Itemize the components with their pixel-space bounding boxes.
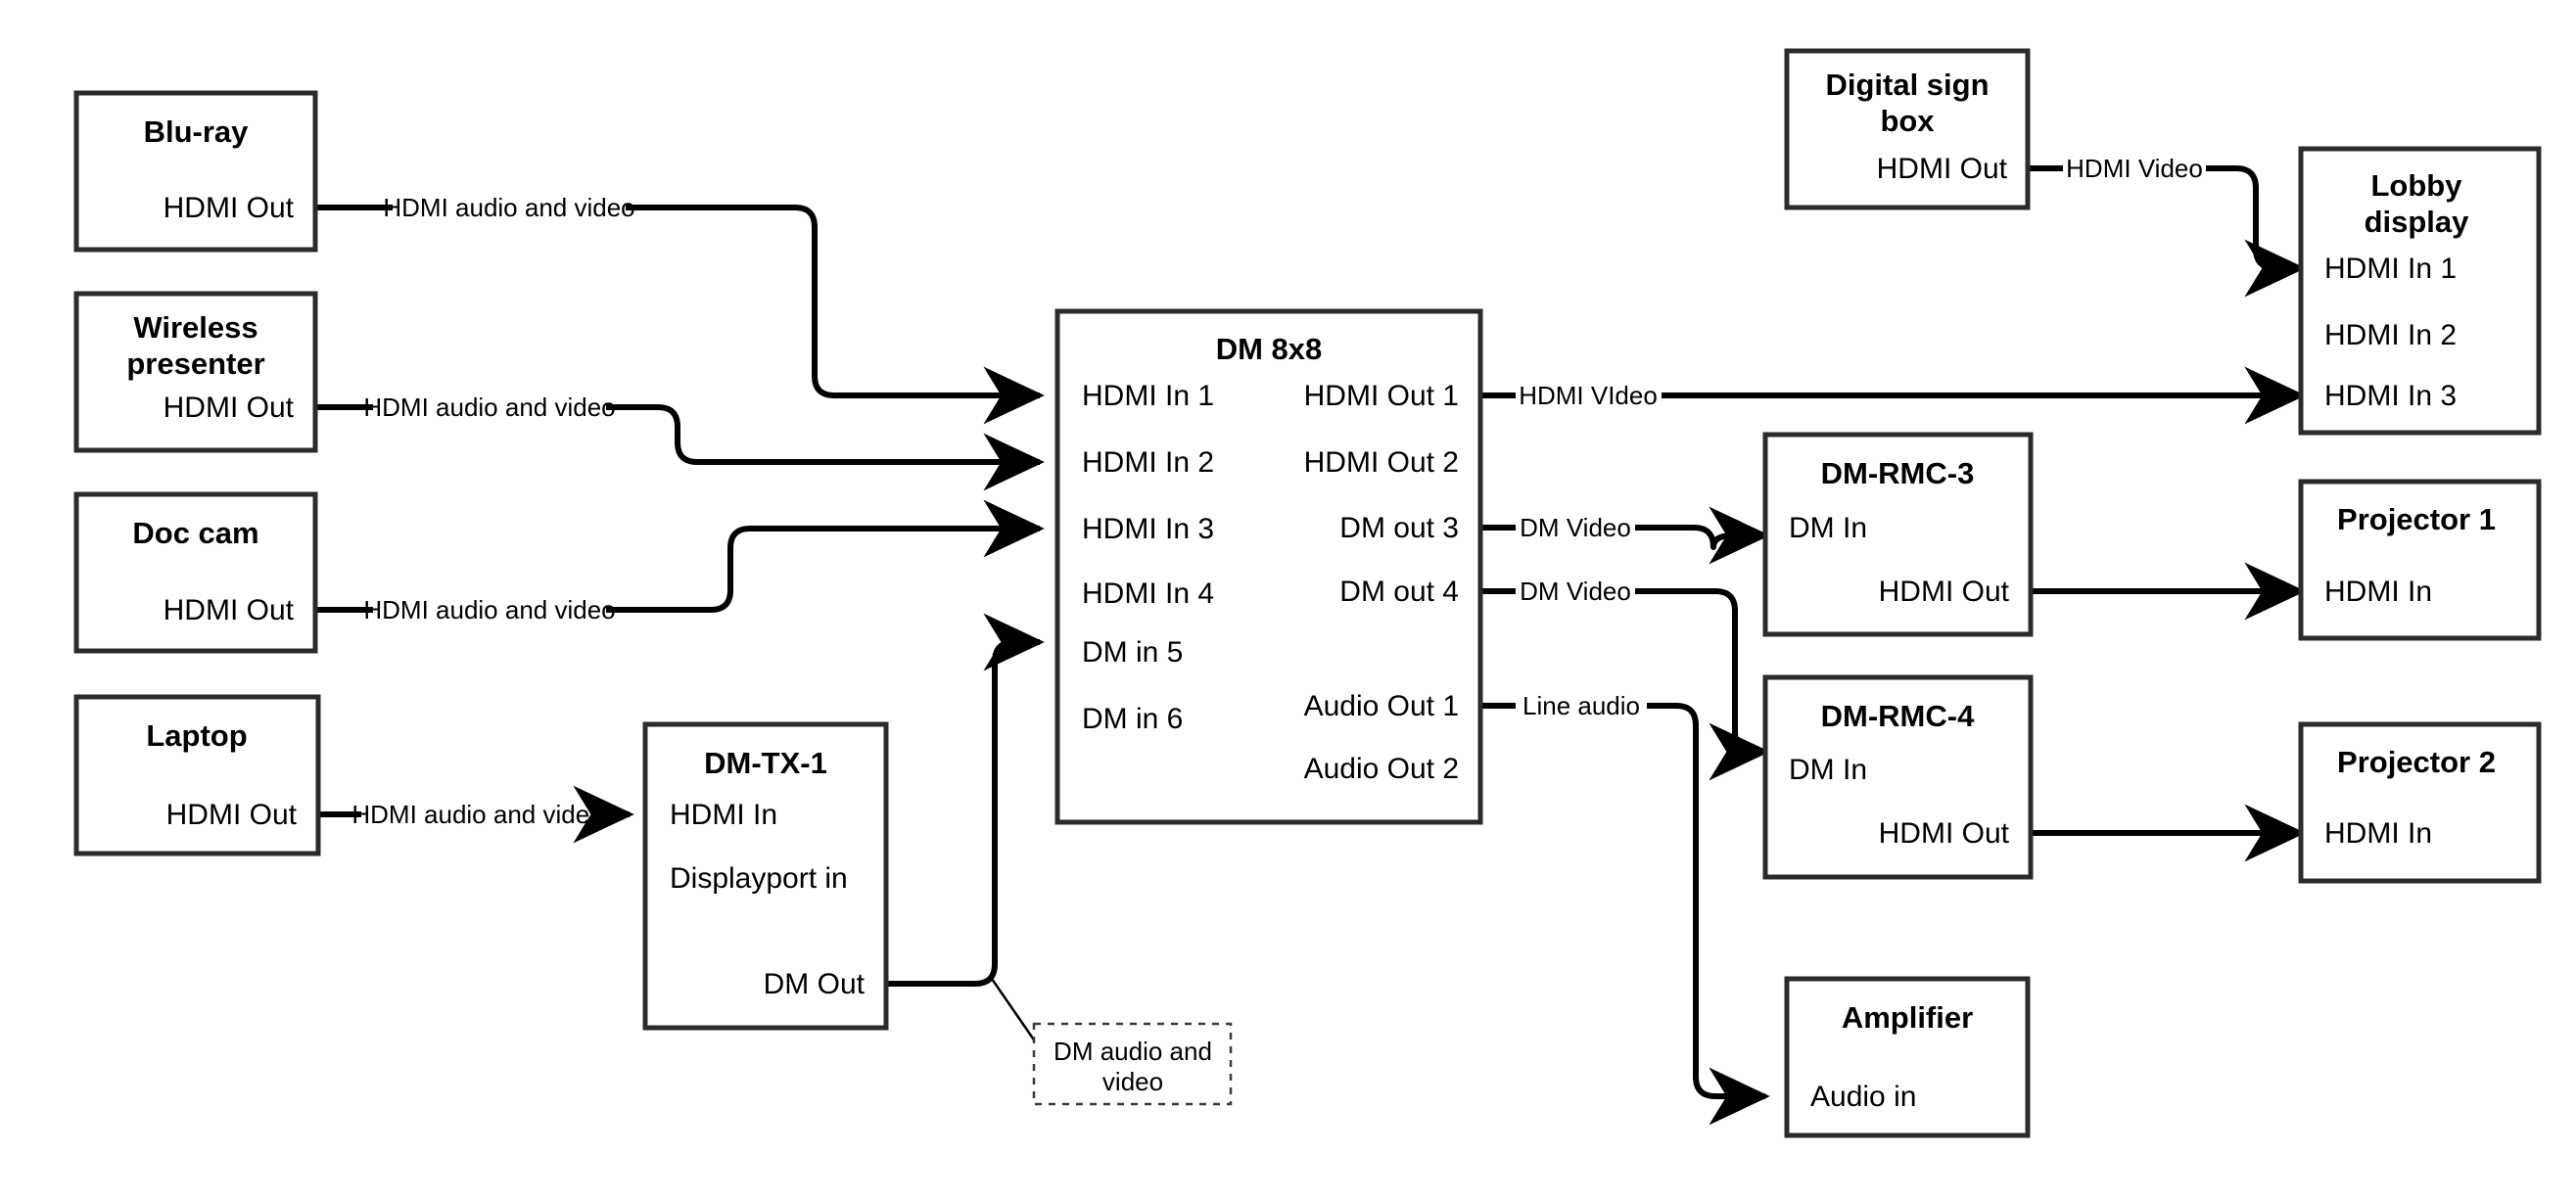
rmc4-title: DM-RMC-4 [1821,699,1975,733]
bluray-title: Blu-ray [144,115,250,149]
node-projector-1[interactable] [2298,479,2542,641]
dmtx1-port-hdmi-in: HDMI In [670,799,777,831]
note-text-line2: video [1102,1067,1163,1096]
lobby-port-hdmi-in-3: HDMI In 3 [2324,380,2457,412]
dm8x8-input-hdmi-in-1: HDMI In 1 [1082,380,1214,412]
dm8x8-input-dm-in-6: DM in 6 [1082,703,1183,735]
node-bluray[interactable] [73,90,318,253]
projector1-title: Projector 1 [2337,502,2496,536]
projector2-port-hdmi-in: HDMI In [2324,817,2432,850]
lobby-title-line2: display [2365,205,2470,239]
dm8x8-input-hdmi-in-2: HDMI In 2 [1082,446,1214,479]
dm8x8-output-hdmi-out-2: HDMI Out 2 [1304,446,1459,479]
edge-label-laptop-to-tx: HDMI audio and video [351,800,603,829]
rmc4-port-hdmi-out: HDMI Out [1879,817,2010,850]
edge-label-wireless-to-dm: HDMI audio and video [363,393,615,422]
lobby-port-hdmi-in-1: HDMI In 1 [2324,253,2457,285]
dmtx1-port-displayport-in: Displayport in [670,862,848,895]
dm8x8-output-dm-out-4: DM out 4 [1339,576,1459,608]
node-wireless-presenter[interactable] [73,291,318,453]
dmtx1-title: DM-TX-1 [704,746,827,780]
wire-dmout4-to-rmc4 [1480,588,1765,752]
dmtx1-port-dm-out: DM Out [764,968,866,1000]
wire-dmout3-to-rmc3 [1480,528,1765,547]
bluray-port-hdmi-out: HDMI Out [164,192,295,224]
lobby-title-line1: Lobby [2371,168,2463,203]
node-digital-sign-box[interactable] [1784,48,2031,210]
node-dm-8x8[interactable] [1054,308,1483,825]
dm8x8-output-audio-out-1: Audio Out 1 [1304,690,1459,722]
wireless-title-line2: presenter [126,346,264,381]
doccam-port-hdmi-out: HDMI Out [164,594,295,626]
dm8x8-input-hdmi-in-3: HDMI In 3 [1082,513,1214,545]
rmc3-title: DM-RMC-3 [1821,456,1975,490]
edge-label-bluray-to-dm: HDMI audio and video [383,193,634,222]
wireless-port-hdmi-out: HDMI Out [164,392,295,424]
wire-doccam-to-dm8x8 [315,529,1040,613]
edge-label-dmout3-rmc3: DM Video [1520,513,1631,542]
dm8x8-input-dm-in-5: DM in 5 [1082,636,1183,669]
laptop-port-hdmi-out: HDMI Out [166,799,298,831]
amplifier-title: Amplifier [1842,1000,1973,1035]
rmc4-port-dm-in: DM In [1789,754,1867,786]
doccam-title: Doc cam [132,516,258,550]
edge-label-sign-to-lobby: HDMI Video [2066,154,2203,183]
rmc3-port-dm-in: DM In [1789,512,1867,544]
projector1-port-hdmi-in: HDMI In [2324,576,2432,608]
dm8x8-output-audio-out-2: Audio Out 2 [1304,753,1459,785]
dm8x8-input-hdmi-in-4: HDMI In 4 [1082,577,1214,610]
wire-bluray-to-dm8x8 [315,205,1040,395]
edge-label-dmout4-rmc4: DM Video [1520,577,1631,606]
dm8x8-output-hdmi-out-1: HDMI Out 1 [1304,380,1459,412]
wire-wireless-to-dm8x8 [315,407,1040,462]
node-dm-tx-1[interactable] [642,721,889,1031]
wireless-title-line1: Wireless [133,310,258,345]
rmc3-port-hdmi-out: HDMI Out [1879,576,2010,608]
note-dm-audio-and-video [1032,1022,1233,1106]
wire-dmtx1-to-dm8x8 [886,613,1045,987]
signbox-port-hdmi-out: HDMI Out [1877,153,2008,185]
node-laptop[interactable] [73,694,321,856]
node-doc-cam[interactable] [73,491,318,654]
node-dm-rmc-4[interactable] [1762,674,2034,880]
node-dm-rmc-3[interactable] [1762,432,2034,637]
note-text-line1: DM audio and [1054,1037,1212,1066]
edge-label-hdmiout1-lobby: HDMI VIdeo [1519,381,1658,410]
laptop-title: Laptop [146,718,247,753]
node-projector-2[interactable] [2298,721,2542,884]
wire-audioout1-to-amplifier [1480,703,1765,1096]
wire-signbox-to-lobby [2028,165,2301,268]
projector2-title: Projector 2 [2337,745,2496,779]
dm8x8-title: DM 8x8 [1216,332,1323,366]
lobby-port-hdmi-in-2: HDMI In 2 [2324,319,2457,351]
node-lobby-display[interactable] [2298,146,2542,436]
signbox-title-line2: box [1880,104,1935,138]
edge-label-doccam-to-dm: HDMI audio and video [363,595,615,624]
signbox-title-line1: Digital sign [1825,68,1989,102]
node-amplifier[interactable] [1784,976,2031,1138]
dm8x8-output-dm-out-3: DM out 3 [1339,512,1459,544]
edge-label-audio-amp: Line audio [1522,691,1640,720]
amplifier-port-audio-in: Audio in [1810,1081,1916,1113]
